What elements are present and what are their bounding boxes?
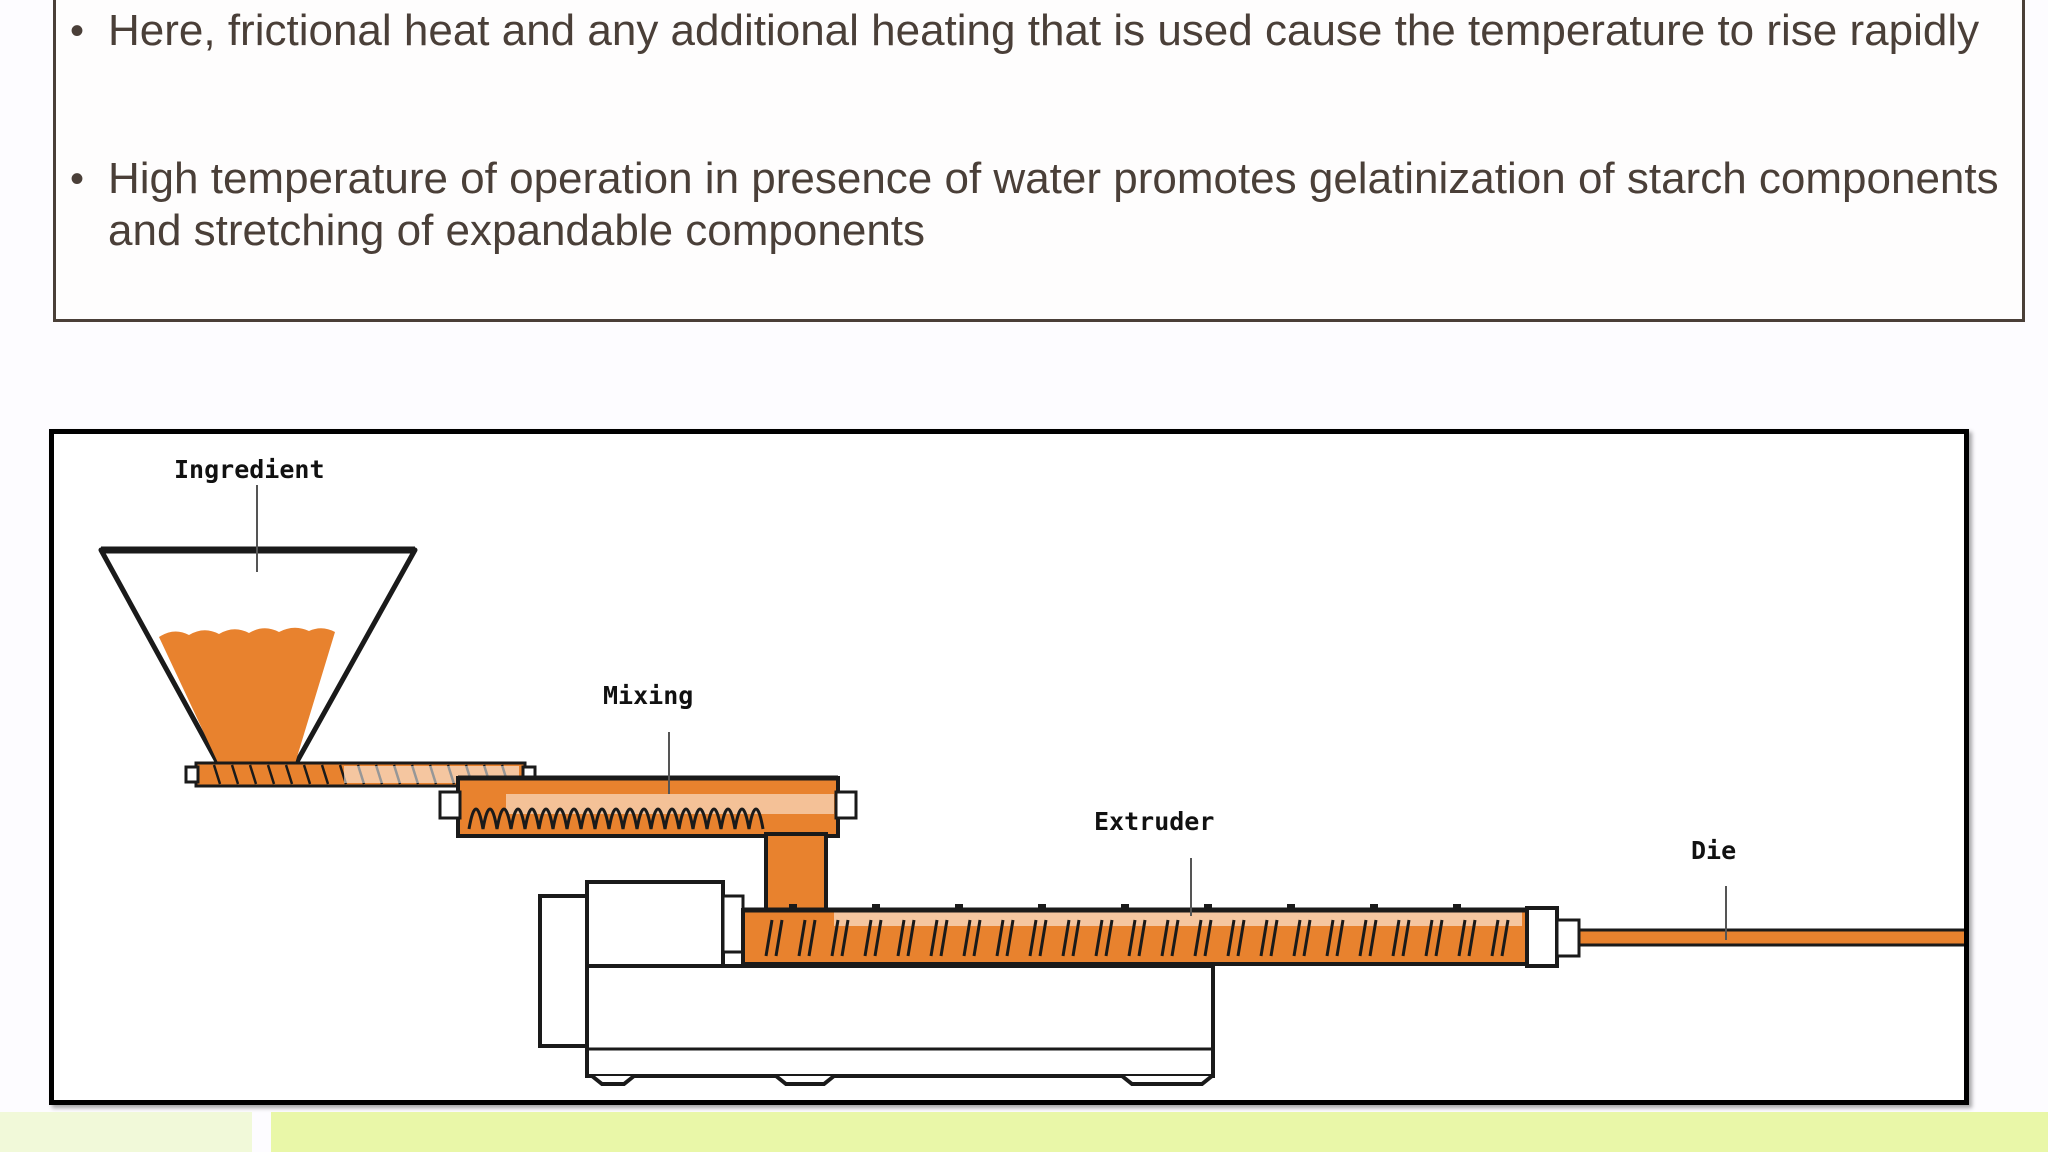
mixing-chamber — [438, 775, 858, 940]
extruder-diagram: Ingredient Mixing Extruder Die — [49, 429, 1969, 1105]
hopper — [98, 546, 418, 770]
label-mixing: Mixing — [603, 681, 693, 710]
label-ingredient: Ingredient — [174, 455, 325, 484]
footer-bar-light — [0, 1112, 252, 1152]
bullet-text-box: • Here, frictional heat and any addition… — [53, 0, 2025, 322]
footer-bar-accent — [271, 1112, 2048, 1152]
extruder-diagram-svg: Ingredient Mixing Extruder Die — [98, 455, 1964, 1086]
bullet-text: Here, frictional heat and any additional… — [108, 6, 1980, 55]
extruder-body — [538, 880, 1581, 1086]
bullet-dot-icon: • — [70, 157, 85, 201]
label-die: Die — [1691, 836, 1736, 865]
label-extruder: Extruder — [1094, 807, 1214, 836]
die-outlet — [1577, 928, 1964, 947]
leader-lines — [256, 485, 1727, 940]
bullet-text: High temperature of operation in presenc… — [108, 154, 1999, 255]
hopper-material — [159, 627, 335, 767]
bullet-dot-icon: • — [70, 9, 85, 53]
